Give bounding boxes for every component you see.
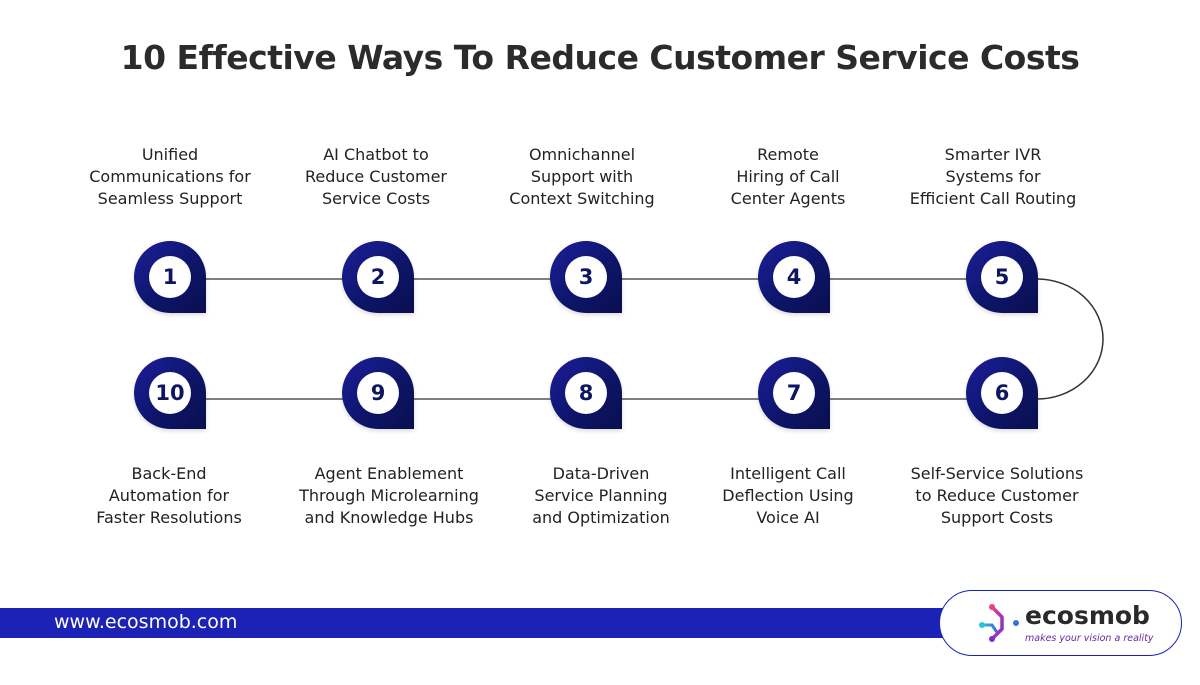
logo-tagline: makes your vision a reality (1025, 633, 1154, 644)
step-9-node: 9 (342, 357, 414, 429)
website-link[interactable]: www.ecosmob.com (54, 611, 238, 633)
turn-connector (1036, 278, 1104, 400)
step-1-number: 1 (149, 256, 191, 298)
step-3-node: 3 (550, 241, 622, 313)
step-6-node: 6 (966, 357, 1038, 429)
step-10-number: 10 (149, 372, 191, 414)
page-title: 10 Effective Ways To Reduce Customer Ser… (120, 38, 1080, 77)
step-7-node: 7 (758, 357, 830, 429)
step-3-number: 3 (565, 256, 607, 298)
step-7-number: 7 (773, 372, 815, 414)
step-4-number: 4 (773, 256, 815, 298)
step-9-number: 9 (357, 372, 399, 414)
logo-name: ecosmob (1025, 601, 1150, 630)
step-10-node: 10 (134, 357, 206, 429)
step-5-node: 5 (966, 241, 1038, 313)
step-2-node: 2 (342, 241, 414, 313)
step-5-number: 5 (981, 256, 1023, 298)
step-8-node: 8 (550, 357, 622, 429)
step-2-number: 2 (357, 256, 399, 298)
ecosmob-logo-icon (979, 604, 1019, 642)
brand-logo: ecosmob makes your vision a reality (939, 590, 1182, 656)
step-6-number: 6 (981, 372, 1023, 414)
step-8-number: 8 (565, 372, 607, 414)
footer-bar (0, 608, 1000, 638)
step-1-node: 1 (134, 241, 206, 313)
step-4-node: 4 (758, 241, 830, 313)
